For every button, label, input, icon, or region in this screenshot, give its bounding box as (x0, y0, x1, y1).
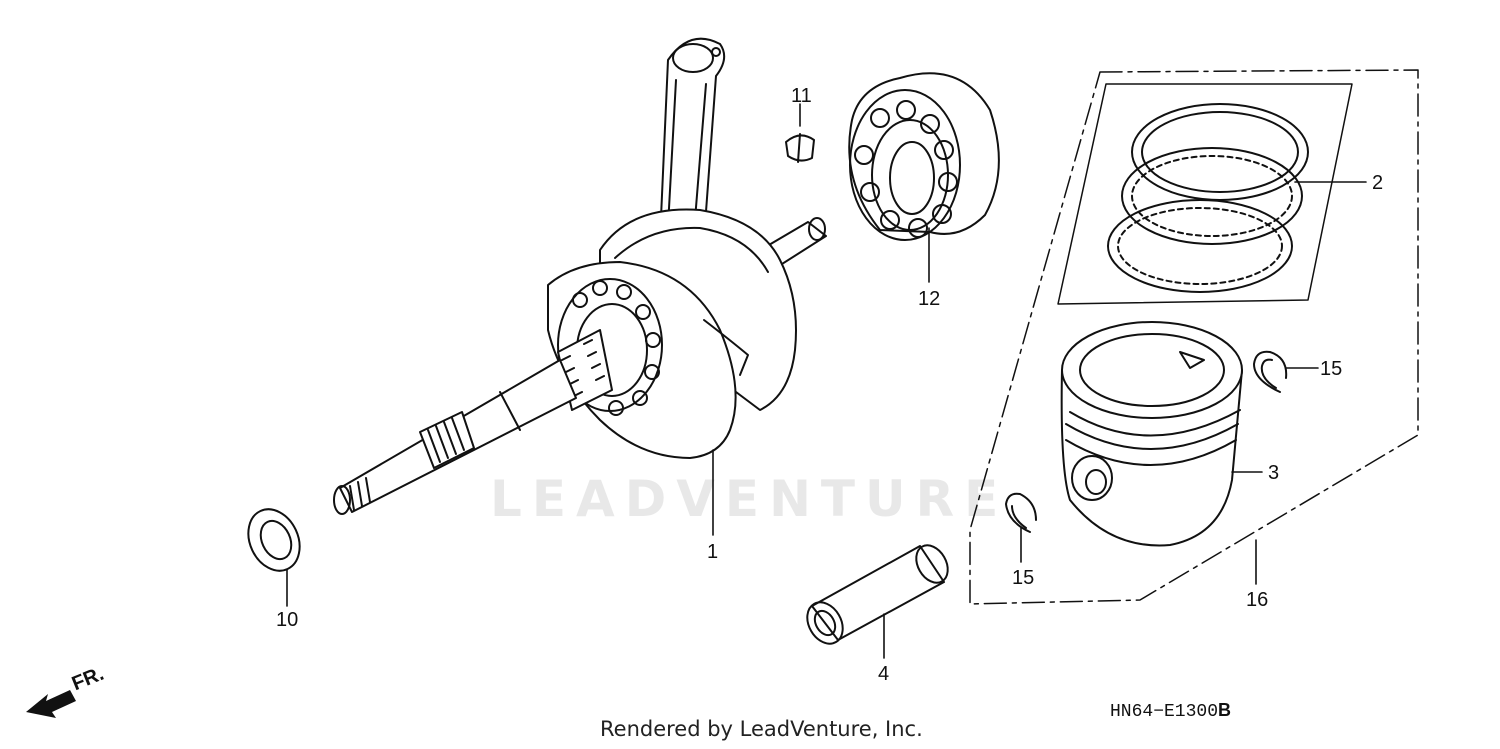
piston-pin-drawing (806, 544, 949, 645)
piston-pin-clip-drawing (1005, 350, 1288, 533)
callout-16: 16 (1246, 589, 1269, 611)
assembly-group-border (969, 69, 1419, 605)
leader-lines (286, 103, 1367, 659)
ring-set-frame (1057, 83, 1353, 305)
callout-11: 11 (791, 85, 812, 107)
diagram-code: HN64−E1300B (1110, 700, 1231, 722)
thrust-washer-drawing (247, 508, 301, 572)
bearing-drawing (848, 72, 1000, 241)
diagram-code-suffix: B (1218, 700, 1232, 720)
front-direction-arrow (26, 690, 76, 718)
crankshaft-drawing (333, 37, 827, 515)
callout-10: 10 (276, 609, 299, 631)
callout-15-lower: 15 (1012, 567, 1035, 589)
callout-2: 2 (1372, 172, 1384, 194)
woodruff-key-drawing (785, 133, 815, 163)
piston-drawing (1060, 321, 1243, 547)
callout-3: 3 (1268, 462, 1280, 484)
callout-15-upper: 15 (1320, 358, 1343, 380)
callout-4: 4 (878, 663, 890, 685)
callout-1: 1 (707, 541, 719, 563)
render-credit: Rendered by LeadVenture, Inc. (600, 717, 923, 741)
piston-rings-drawing (1107, 103, 1309, 293)
watermark: LEADVENTURE (490, 470, 1009, 528)
callout-12: 12 (918, 288, 941, 310)
diagram-code-prefix: HN64−E1300 (1110, 702, 1219, 722)
